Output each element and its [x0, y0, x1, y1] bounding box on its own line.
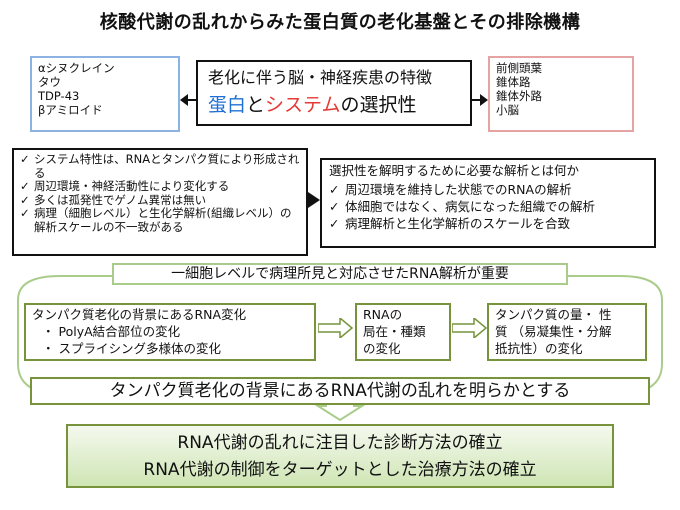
rna-change-box: タンパク質老化の背景にあるRNA変化 ・ PolyA結合部位の変化 ・ スプライ…	[24, 303, 316, 361]
rna-localization-box: RNAの 局在・種類 の変化	[355, 303, 451, 361]
protein-item: βアミロイド	[38, 103, 103, 117]
check-icon: ✓	[329, 182, 340, 197]
goal-label: タンパク質老化の背景にあるRNA代謝の乱れを明らかとする	[30, 377, 650, 405]
analysis-item: ✓体細胞ではなく、病気になった組織での解析	[329, 199, 596, 214]
center-protein-word: 蛋白	[208, 94, 247, 116]
center-line1: 老化に伴う脳・神経疾患の特徴	[208, 68, 433, 87]
flow-arrow-1	[318, 318, 354, 338]
characteristic-item: ✓多くは孤発性でゲノム異常は無い	[20, 192, 207, 207]
importance-label: 一細胞レベルで病理所見と対応させたRNA解析が重要	[112, 263, 568, 285]
check-icon: ✓	[329, 199, 340, 214]
center-system-word: システム	[265, 94, 341, 116]
right-arrowhead	[480, 94, 488, 106]
analysis-heading: 選択性を解明するために必要な解析とは何か	[329, 163, 580, 178]
flow-arrow-2	[452, 318, 488, 338]
characteristic-item: ✓周辺環境・神経活動性により変化する	[20, 179, 230, 193]
outcome-line: RNA代謝の制御をターゲットとした治療方法の確立	[143, 460, 537, 480]
protein-item: TDP-43	[38, 89, 80, 103]
outcome-box: RNA代謝の乱れに注目した診断方法の確立 RNA代謝の制御をターゲットとした治療…	[66, 424, 614, 488]
outcome-line: RNA代謝の乱れに注目した診断方法の確立	[177, 433, 503, 453]
system-item: 錐体外路	[496, 89, 542, 103]
analysis-item: ✓周辺環境を維持した状態でのRNAの解析	[329, 182, 572, 197]
check-icon: ✓	[20, 192, 30, 207]
rna-change-title: タンパク質老化の背景にあるRNA変化	[32, 307, 247, 322]
protein-change-line: 質 （易凝集性・分解	[495, 324, 612, 339]
center-line2: 蛋白とシステムの選択性	[208, 92, 460, 118]
protein-item: タウ	[38, 75, 61, 89]
check-icon: ✓	[20, 206, 30, 220]
characteristic-item: ✓システム特性は、RNAとタンパク質により形成される	[20, 152, 300, 180]
center-and-word: と	[246, 94, 266, 116]
analysis-item: ✓病理解析と生化学解析のスケールを合致	[329, 216, 571, 231]
protein-change-line: 抵抗性）の変化	[495, 341, 583, 356]
characteristic-item: ✓病理（細胞レベル）と生化学解析(組織レベル）の解析スケールの不一致がある	[20, 206, 292, 234]
rna-localization-line: RNAの	[363, 307, 403, 322]
characteristics-arrow	[308, 192, 320, 208]
system-item: 錐体路	[496, 75, 531, 89]
analysis-box: 選択性を解明するために必要な解析とは何か ✓周辺環境を維持した状態でのRNAの解…	[320, 158, 656, 248]
protein-list-box: αシヌクレイン タウ TDP-43 βアミロイド	[30, 56, 180, 132]
characteristics-box: ✓システム特性は、RNAとタンパク質により形成される ✓周辺環境・神経活動性によ…	[12, 148, 308, 256]
rna-change-item: ・ スプライシング多様体の変化	[42, 341, 221, 356]
rna-localization-line: 局在・種類	[363, 324, 426, 339]
system-item: 前側頭葉	[496, 61, 542, 75]
rna-localization-line: の変化	[363, 341, 401, 356]
system-item: 小脳	[496, 103, 519, 117]
protein-change-box: タンパク質の量・ 性 質 （易凝集性・分解 抵抗性）の変化	[487, 303, 647, 361]
check-icon: ✓	[20, 152, 30, 166]
center-selectivity-word: の選択性	[340, 94, 417, 116]
system-list-box: 前側頭葉 錐体路 錐体外路 小脳	[488, 56, 634, 132]
rna-change-item: ・ PolyA結合部位の変化	[42, 324, 181, 339]
center-feature-box: 老化に伴う脳・神経疾患の特徴 蛋白とシステムの選択性	[196, 60, 472, 126]
check-icon: ✓	[20, 179, 30, 193]
protein-item: αシヌクレイン	[38, 61, 115, 75]
page-title: 核酸代謝の乱れからみた蛋白質の老化基盤とその排除機構	[99, 12, 581, 33]
check-icon: ✓	[329, 216, 340, 231]
protein-change-line: タンパク質の量・ 性	[495, 307, 612, 322]
left-arrowhead	[180, 94, 188, 106]
